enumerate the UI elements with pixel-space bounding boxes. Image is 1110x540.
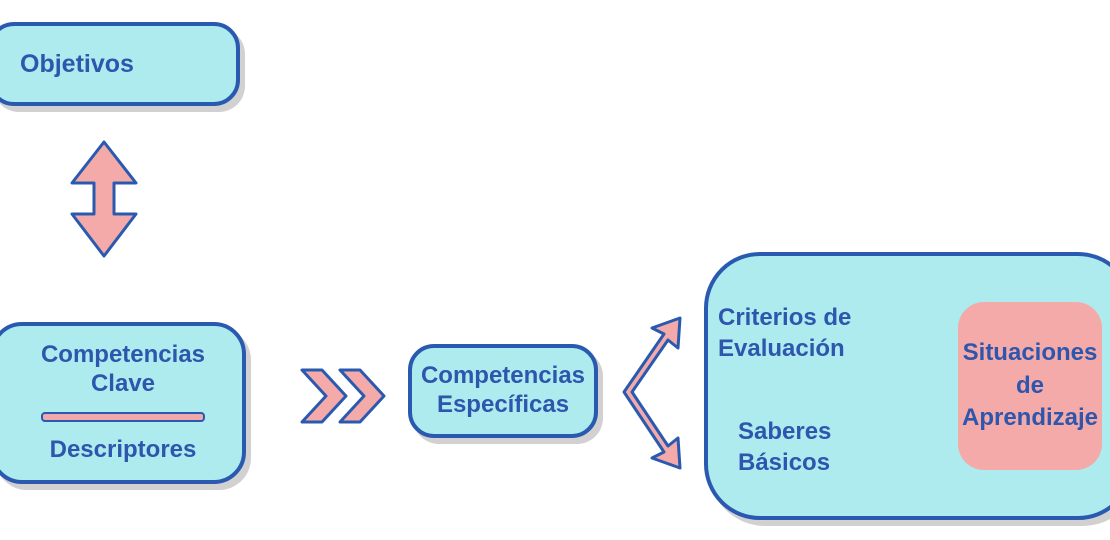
competencias-especificas-line2: Específicas <box>436 391 570 418</box>
double-chevron-right-icon <box>300 368 348 424</box>
descriptores-label: Descriptores <box>49 436 197 464</box>
divider-bar <box>41 412 205 423</box>
objetivos-label: Objetivos <box>20 50 134 78</box>
branch-arrow-icon <box>622 316 682 470</box>
criterios-line1: Criterios de <box>718 304 852 331</box>
situaciones-line2: de <box>1015 371 1044 399</box>
saberes-line2: Básicos <box>738 449 831 477</box>
double-arrow-vertical-icon <box>70 140 138 258</box>
criterios-label: Criterios de Evaluación <box>718 302 888 364</box>
competencias-clave-line2: Clave <box>90 369 156 397</box>
competencias-especificas-line1: Competencias <box>420 362 586 390</box>
situaciones-line1: Situaciones <box>962 339 1098 367</box>
situaciones-line3: Aprendizaje <box>961 404 1099 432</box>
saberes-line1: Saberes <box>738 418 832 445</box>
competencias-clave-line1: Competencias <box>40 340 206 368</box>
double-chevron-right-icon-2 <box>338 368 386 424</box>
competencias-especificas-box: Competencias Específicas <box>408 344 598 438</box>
competencias-clave-box: Competencias Clave Descriptores <box>0 322 246 484</box>
situaciones-box: Situaciones de Aprendizaje <box>958 302 1102 470</box>
saberes-label: Saberes Básicos <box>738 416 858 478</box>
criterios-line2: Evaluación <box>718 335 845 363</box>
objetivos-box: Objetivos <box>0 22 240 106</box>
